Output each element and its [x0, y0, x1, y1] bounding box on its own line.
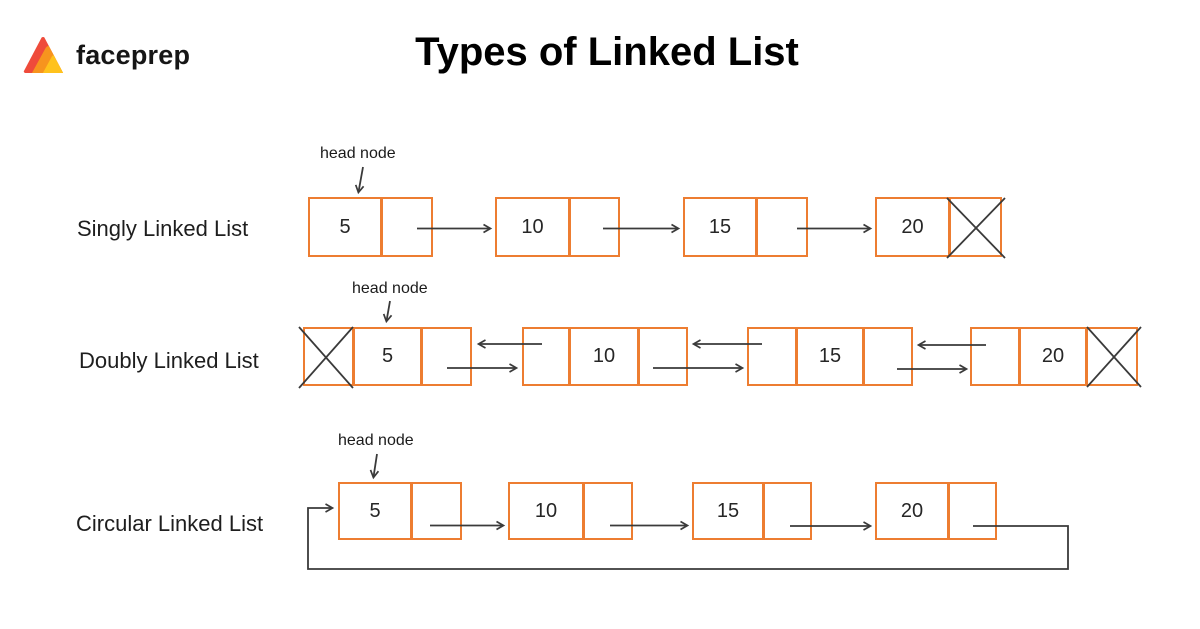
node-pointer — [410, 484, 460, 538]
node-pointer — [755, 199, 806, 255]
node-value: 10 — [521, 215, 544, 238]
node-pointer — [582, 484, 631, 538]
node-value: 20 — [901, 215, 924, 238]
head-node-label-circular: head node — [338, 432, 414, 449]
faceprep-logo-icon — [23, 37, 64, 73]
node-value: 20 — [1018, 329, 1085, 384]
node-value: 15 — [716, 499, 740, 522]
node-next-pointer — [862, 329, 911, 384]
circular-node-1: 5 — [338, 482, 462, 540]
circular-node-4: 20 — [875, 482, 997, 540]
head-node-label-doubly: head node — [352, 280, 428, 297]
node-pointer — [380, 199, 431, 255]
doubly-node-4: 20 — [970, 327, 1138, 386]
node-value: 15 — [708, 215, 732, 238]
page-title: Types of Linked List — [415, 30, 799, 74]
faceprep-logo: faceprep — [22, 34, 190, 76]
row-label-singly: Singly Linked List — [77, 216, 249, 241]
node-null-pointer — [948, 199, 1000, 255]
node-next-pointer — [637, 329, 686, 384]
node-value: 20 — [900, 499, 924, 522]
circular-node-3: 15 — [692, 482, 812, 540]
node-null-prev-pointer — [305, 329, 352, 384]
doubly-node-2: 10 — [522, 327, 688, 386]
node-pointer — [762, 484, 810, 538]
node-value: 10 — [534, 499, 558, 522]
node-prev-pointer — [972, 329, 1018, 384]
node-next-pointer — [420, 329, 470, 384]
singly-node-1: 5 — [308, 197, 433, 257]
circular-node-2: 10 — [508, 482, 633, 540]
circular-head-arrow — [369, 453, 380, 480]
singly-node-2: 10 — [495, 197, 620, 257]
node-null-next-pointer — [1085, 329, 1136, 384]
doubly-node-1: 5 — [303, 327, 472, 386]
node-value: 15 — [795, 329, 862, 384]
singly-node-4: 20 — [875, 197, 1002, 257]
node-prev-pointer — [749, 329, 795, 384]
node-prev-pointer — [524, 329, 568, 384]
node-value: 5 — [352, 329, 420, 384]
singly-head-arrow — [354, 166, 365, 195]
doubly-head-arrow — [382, 300, 393, 324]
row-label-circular: Circular Linked List — [76, 511, 264, 536]
logo-text: faceprep — [76, 39, 191, 70]
node-pointer — [568, 199, 618, 255]
node-value: 5 — [339, 215, 351, 238]
head-node-label-singly: head node — [320, 145, 396, 162]
singly-node-3: 15 — [683, 197, 808, 257]
node-value: 10 — [568, 329, 637, 384]
node-pointer — [947, 484, 995, 538]
node-value: 5 — [369, 499, 381, 522]
doubly-node-3: 15 — [747, 327, 913, 386]
row-label-doubly: Doubly Linked List — [79, 348, 259, 373]
